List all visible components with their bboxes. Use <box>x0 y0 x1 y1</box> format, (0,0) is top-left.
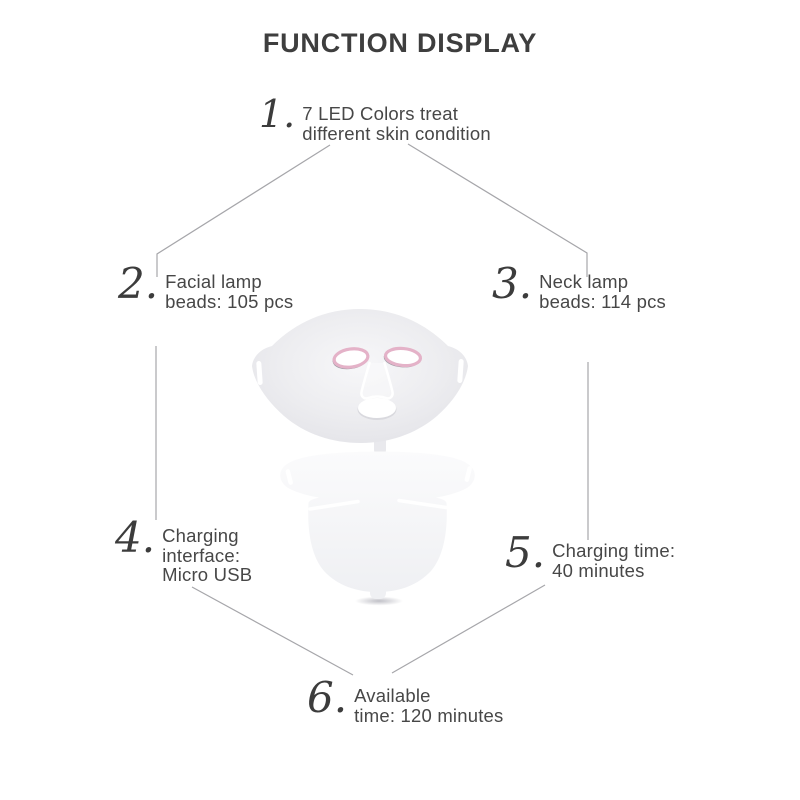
face-mask-strap-slot-left <box>256 361 263 385</box>
connector-lines <box>155 143 589 676</box>
feature-number: 3. <box>492 259 533 308</box>
connector-top-left <box>156 144 331 277</box>
connector-top-right <box>407 143 588 277</box>
feature-text: Charging interface: Micro USB <box>162 525 253 586</box>
feature-facial-lamp-beads: 2. Facial lamp beads: 105 pcs <box>118 259 294 312</box>
feature-charging-time: 5. Charging time: 40 minutes <box>505 528 676 581</box>
feature-text: 7 LED Colors treat different skin condit… <box>302 103 491 144</box>
feature-number: 2. <box>118 259 159 308</box>
led-face-mask <box>252 309 468 454</box>
feature-number: 5. <box>505 528 546 577</box>
feature-neck-lamp-beads: 3. Neck lamp beads: 114 pcs <box>492 259 666 312</box>
neck-mask-body <box>280 451 475 592</box>
feature-text: Facial lamp beads: 105 pcs <box>165 271 294 312</box>
led-neck-mask <box>280 451 475 606</box>
face-mask-strap-slot-right <box>457 359 464 383</box>
feature-charging-interface: 4. Charging interface: Micro USB <box>115 513 253 586</box>
page-title: FUNCTION DISPLAY <box>262 28 538 58</box>
face-mask-body <box>252 309 468 443</box>
neck-mask-strap-slot-right <box>464 466 472 482</box>
feature-number: 4. <box>115 513 156 562</box>
feature-text: Neck lamp beads: 114 pcs <box>539 271 666 312</box>
connector-bottom-left <box>191 586 354 676</box>
neck-mask-slit-right <box>397 498 448 510</box>
feature-text: Charging time: 40 minutes <box>552 540 676 581</box>
feature-led-colors: 1. 7 LED Colors treat different skin con… <box>259 92 491 144</box>
feature-number: 1. <box>259 92 296 136</box>
neck-mask-shadow <box>355 596 403 606</box>
feature-available-time: 6. Available time: 120 minutes <box>307 673 504 726</box>
feature-text: Available time: 120 minutes <box>354 685 504 726</box>
connector-bottom-right <box>391 584 546 674</box>
mouth-cutout <box>358 398 396 418</box>
nose-cutout <box>360 361 394 400</box>
neck-mask-slit-left <box>308 499 360 511</box>
feature-number: 6. <box>307 673 348 722</box>
eye-hole-left <box>332 347 370 370</box>
neck-mask-strap-slot-left <box>285 469 293 485</box>
eye-hole-right <box>383 346 423 368</box>
